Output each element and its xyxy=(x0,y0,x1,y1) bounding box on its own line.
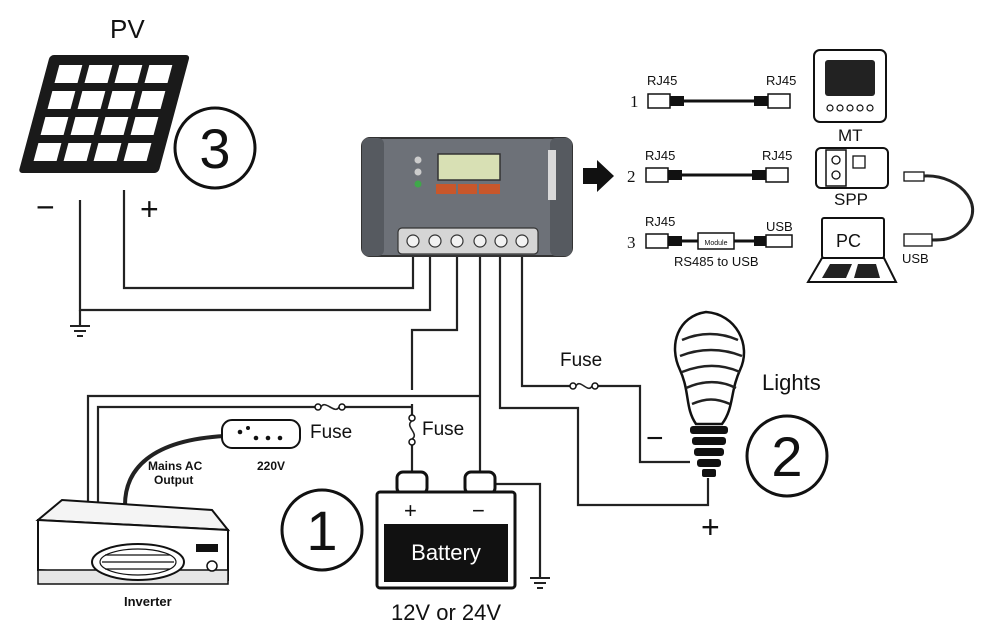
battery-positive-wire xyxy=(410,255,459,390)
pv-minus-sign: − xyxy=(36,189,55,225)
communication-panel: RJ45 RJ45 1 RJ45 RJ45 2 RJ45 USB 3 xyxy=(627,49,975,283)
controller-display xyxy=(437,153,501,181)
rj45-left-label: RJ45 xyxy=(645,214,675,229)
inverter-label: Inverter xyxy=(124,594,172,609)
mains-cable xyxy=(123,434,226,506)
battery-number: 1 xyxy=(306,499,337,562)
usb-label: USB xyxy=(902,251,929,266)
mains-label-line1: Mains AC xyxy=(148,459,203,473)
load-number-circle xyxy=(745,414,829,498)
socket-voltage-label: 220V xyxy=(257,459,285,473)
rj45-right-label: RJ45 xyxy=(766,73,796,88)
load-negative-wire xyxy=(520,255,570,388)
rj45-right-label: RJ45 xyxy=(762,148,792,163)
battery-label: Battery xyxy=(411,540,481,565)
solar-charge-controller xyxy=(361,137,573,257)
rj45-cable xyxy=(647,93,791,109)
load-section: Fuse Lights − + 2 xyxy=(560,310,829,545)
status-led xyxy=(414,156,422,164)
battery-fuse-label: Fuse xyxy=(422,419,464,440)
inverter-box xyxy=(35,498,231,585)
mains-label-line2: Output xyxy=(154,473,193,487)
fuse-icon xyxy=(569,382,599,390)
arrow-right-icon xyxy=(583,160,614,192)
pc-laptop xyxy=(806,217,898,283)
rs485-caption: RS485 to USB xyxy=(674,254,759,269)
row-index: 2 xyxy=(627,167,636,186)
mt-label: MT xyxy=(838,126,863,145)
pv-number-circle xyxy=(173,106,257,190)
row-index: 3 xyxy=(627,233,636,252)
pv-panel: PV − + 3 xyxy=(19,14,257,227)
inverter-negative-wire xyxy=(86,394,480,510)
pv-panel-grid xyxy=(19,55,190,173)
row-index: 1 xyxy=(630,92,639,111)
wires xyxy=(78,190,710,578)
load-positive-wire xyxy=(498,255,710,507)
battery-number-circle xyxy=(280,488,364,572)
spp-label: SPP xyxy=(834,190,868,209)
rj45-cable xyxy=(645,167,789,183)
usb-cable xyxy=(903,171,975,247)
usb-plug xyxy=(765,234,793,248)
rs485-usb-cable xyxy=(645,232,793,250)
load-number: 2 xyxy=(771,425,802,488)
rj45-left-label: RJ45 xyxy=(647,73,677,88)
inverter-fuse-icon xyxy=(314,403,346,411)
lights-label: Lights xyxy=(762,370,821,395)
rj45-left-label: RJ45 xyxy=(645,148,675,163)
pv-positive-wire xyxy=(122,190,415,290)
load-plus-sign: + xyxy=(701,509,720,545)
inverter-positive-wire xyxy=(96,405,318,510)
load-fuse-label: Fuse xyxy=(560,350,602,371)
usb-right-label: USB xyxy=(766,219,793,234)
pv-label: PV xyxy=(110,14,145,44)
pv-plus-sign: + xyxy=(140,191,159,227)
fuse-icon xyxy=(408,414,416,446)
battery-plus-sign: + xyxy=(404,498,417,523)
battery-section: Fuse + − Battery 12V or 24V 1 xyxy=(280,414,517,625)
mt-meter xyxy=(813,49,887,123)
status-led xyxy=(414,168,422,176)
load-minus-sign: − xyxy=(646,422,664,455)
battery-minus-sign: − xyxy=(472,498,485,523)
light-bulb-icon xyxy=(673,310,746,477)
battery-ground-wire xyxy=(495,482,542,578)
status-led xyxy=(414,180,422,188)
power-strip xyxy=(221,419,301,449)
battery-voltage: 12V or 24V xyxy=(391,600,501,625)
ground-icon xyxy=(530,577,550,589)
spp-module xyxy=(815,147,889,189)
ground-icon xyxy=(70,325,90,337)
pc-label: PC xyxy=(836,231,861,251)
inverter-section: Fuse 220V Mains AC Output Inverter xyxy=(35,403,352,609)
controller-buttons xyxy=(436,184,500,194)
inverter-fuse-label: Fuse xyxy=(310,422,352,443)
module-label: Module xyxy=(705,240,728,247)
terminal-block xyxy=(397,227,539,255)
pv-negative-wire xyxy=(78,200,432,312)
pv-number: 3 xyxy=(199,117,230,180)
